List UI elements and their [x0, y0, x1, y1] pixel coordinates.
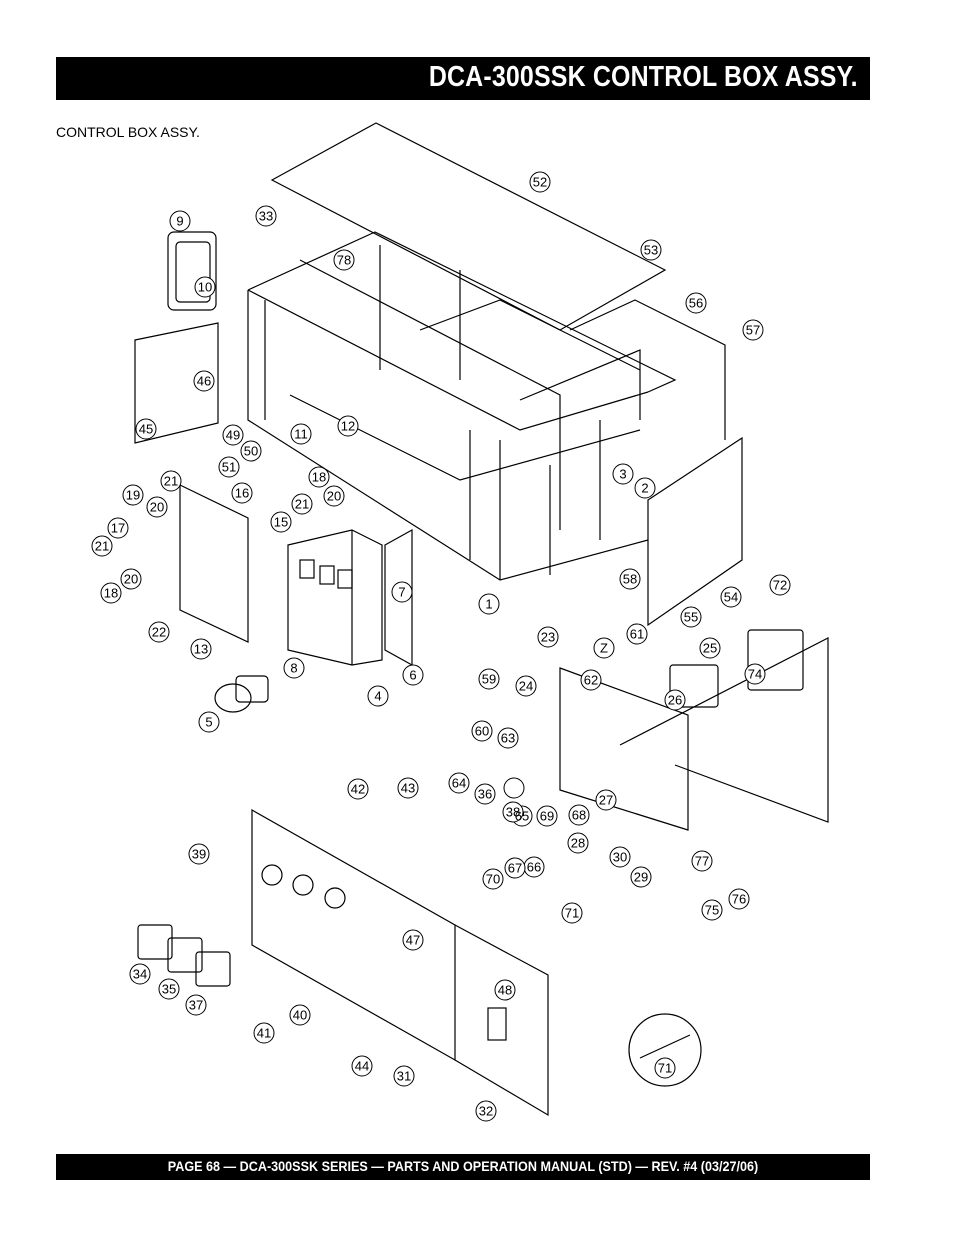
callout-9: 9 — [176, 214, 183, 229]
callout-61: 61 — [630, 627, 644, 642]
page-footer: PAGE 68 — DCA-300SSK SERIES — PARTS AND … — [56, 1154, 870, 1180]
callout-17: 17 — [111, 521, 125, 536]
callout-20: 20 — [327, 489, 341, 504]
callout-15: 15 — [274, 515, 288, 530]
page-title: DCA-300SSK CONTROL BOX ASSY. — [429, 61, 858, 93]
callout-21: 21 — [295, 497, 309, 512]
callout-67: 67 — [508, 861, 522, 876]
callout-40: 40 — [293, 1008, 307, 1023]
page-header: DCA-300SSK CONTROL BOX ASSY. — [56, 57, 870, 100]
section-label: CONTROL BOX ASSY. — [56, 124, 200, 140]
callout-25: 25 — [703, 641, 717, 656]
callout-18: 18 — [104, 586, 118, 601]
callout-45: 45 — [139, 422, 153, 437]
callout-5: 5 — [205, 715, 212, 730]
callout-76: 76 — [732, 892, 746, 907]
callout-11: 11 — [294, 427, 308, 442]
callout-65: 65 — [515, 809, 529, 824]
callout-16: 16 — [235, 486, 249, 501]
callout-72: 72 — [773, 578, 787, 593]
callout-4: 4 — [374, 689, 381, 704]
callout-59: 59 — [482, 672, 496, 687]
callout-20: 20 — [150, 500, 164, 515]
callout-68: 68 — [572, 808, 586, 823]
callout-66: 66 — [527, 860, 541, 875]
callout-74: 74 — [748, 667, 762, 682]
callout-44: 44 — [355, 1059, 369, 1074]
callout-43: 43 — [401, 781, 415, 796]
callout-55: 55 — [684, 610, 698, 625]
callout-56: 56 — [689, 296, 703, 311]
callout-48: 48 — [498, 983, 512, 998]
callout-37: 37 — [189, 998, 203, 1013]
callout-64: 64 — [452, 776, 466, 791]
footer-text: PAGE 68 — DCA-300SSK SERIES — PARTS AND … — [167, 1158, 759, 1174]
callout-6: 6 — [409, 668, 416, 683]
callout-23: 23 — [541, 630, 555, 645]
callout-52: 52 — [533, 175, 547, 190]
callout-63: 63 — [501, 731, 515, 746]
callout-34: 34 — [133, 967, 147, 982]
callout-70: 70 — [486, 872, 500, 887]
callout-46: 46 — [197, 374, 211, 389]
callout-28: 28 — [571, 836, 585, 851]
callout-47: 47 — [406, 933, 420, 948]
callout-2: 2 — [641, 481, 648, 496]
callout-12: 12 — [341, 419, 355, 434]
callout-58: 58 — [623, 572, 637, 587]
callout-Z: Z — [600, 641, 608, 656]
callout-36: 36 — [478, 787, 492, 802]
callout-51: 51 — [222, 460, 236, 475]
callout-35: 35 — [162, 982, 176, 997]
callout-13: 13 — [194, 642, 208, 657]
callout-8: 8 — [290, 661, 297, 676]
callout-77: 77 — [695, 854, 709, 869]
callout-60: 60 — [475, 724, 489, 739]
callout-20: 20 — [124, 572, 138, 587]
callout-42: 42 — [351, 782, 365, 797]
callout-33: 33 — [259, 209, 273, 224]
callout-62: 62 — [584, 673, 598, 688]
callout-19: 19 — [126, 488, 140, 503]
callout-22: 22 — [152, 625, 166, 640]
callout-27: 27 — [599, 793, 613, 808]
callout-10: 10 — [198, 280, 212, 295]
callout-57: 57 — [746, 323, 760, 338]
callout-41: 41 — [257, 1026, 271, 1041]
callout-71: 71 — [565, 906, 579, 921]
callout-3: 3 — [619, 467, 626, 482]
callout-31: 31 — [397, 1069, 411, 1084]
callout-49: 49 — [226, 428, 240, 443]
callout-38: 38 — [506, 805, 520, 820]
callout-54: 54 — [724, 590, 738, 605]
callout-30: 30 — [613, 850, 627, 865]
callout-7: 7 — [398, 585, 405, 600]
callout-1: 1 — [485, 597, 492, 612]
callout-18: 18 — [312, 470, 326, 485]
callout-39: 39 — [192, 847, 206, 862]
callout-78: 78 — [337, 253, 351, 268]
callout-29: 29 — [634, 870, 648, 885]
callout-32: 32 — [479, 1104, 493, 1119]
exploded-parts-diagram: 1234567891011121315161718181920202021212… — [91, 122, 829, 1122]
callout-69: 69 — [540, 809, 554, 824]
callout-26: 26 — [668, 693, 682, 708]
callout-21: 21 — [95, 539, 109, 554]
callout-53: 53 — [644, 243, 658, 258]
callout-75: 75 — [705, 903, 719, 918]
callout-21: 21 — [164, 474, 178, 489]
callout-50: 50 — [244, 444, 258, 459]
callout-71: 71 — [658, 1061, 672, 1076]
callout-24: 24 — [519, 679, 533, 694]
